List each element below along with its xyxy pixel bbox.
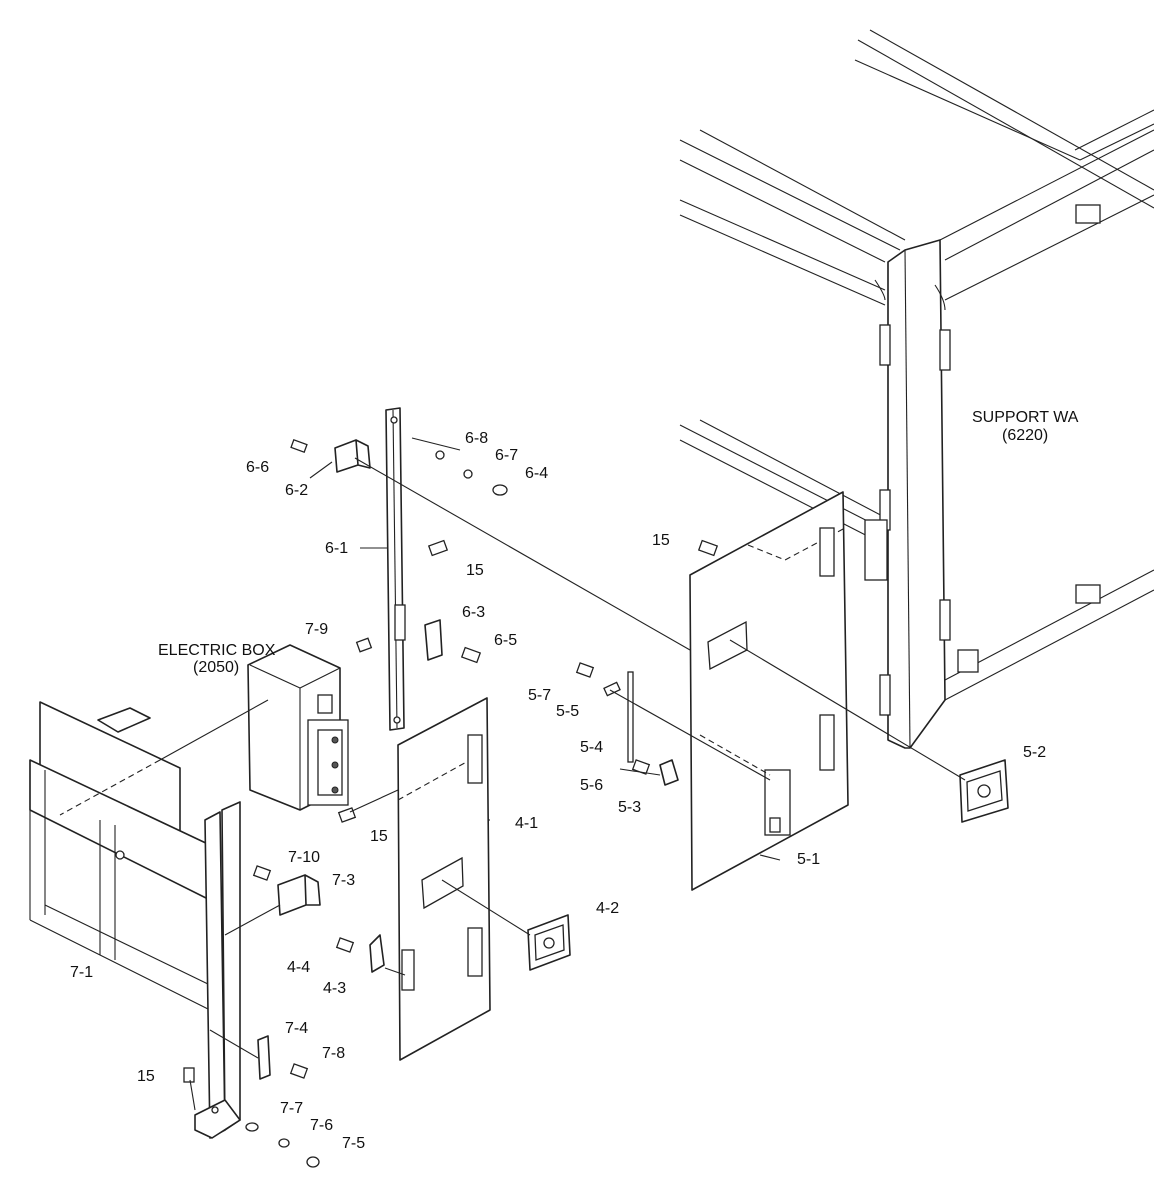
- bracket-7-4: [257, 1035, 271, 1080]
- label-6-4: 6-4: [525, 465, 548, 482]
- label-5-6: 5-6: [580, 777, 603, 794]
- latch-5-2: [959, 759, 1009, 823]
- label-5-3: 5-3: [618, 799, 641, 816]
- label-6-5: 6-5: [494, 632, 517, 649]
- label-5-7: 5-7: [528, 687, 551, 704]
- label-electric-box-number: (2050): [193, 659, 239, 676]
- label-6-8: 6-8: [465, 430, 488, 447]
- hardware: [183, 439, 719, 1168]
- latch-4-2: [527, 914, 571, 971]
- label-4-1: 4-1: [515, 815, 538, 832]
- assembly-lines: [59, 437, 966, 1111]
- label-6-3: 6-3: [462, 604, 485, 621]
- label-7-8: 7-8: [322, 1045, 345, 1062]
- clip-6-3: [424, 619, 443, 661]
- electric-box: [247, 644, 349, 811]
- label-4-4: 4-4: [287, 959, 310, 976]
- label-5-4: 5-4: [580, 739, 603, 756]
- label-6-1: 6-1: [325, 540, 348, 557]
- label-15-d: 15: [137, 1068, 155, 1085]
- label-4-2: 4-2: [596, 900, 619, 917]
- label-7-4: 7-4: [285, 1020, 308, 1037]
- label-7-10: 7-10: [288, 849, 320, 866]
- support-frame: [679, 29, 1154, 749]
- panel-4-1: [397, 697, 491, 1061]
- label-electric-box: ELECTRIC BOX: [158, 642, 276, 659]
- label-7-3: 7-3: [332, 872, 355, 889]
- label-6-2: 6-2: [285, 482, 308, 499]
- label-15-a: 15: [652, 532, 670, 549]
- bracket-6-2: [334, 439, 371, 473]
- label-6-6: 6-6: [246, 459, 269, 476]
- frame-7-1: [29, 701, 241, 1139]
- label-5-2: 5-2: [1023, 744, 1046, 761]
- label-7-6: 7-6: [310, 1117, 333, 1134]
- label-leaders: [309, 461, 781, 861]
- label-7-5: 7-5: [342, 1135, 365, 1152]
- label-15-c: 15: [370, 828, 388, 845]
- bracket-7-3: [277, 874, 321, 916]
- label-5-1: 5-1: [797, 851, 820, 868]
- label-4-3: 4-3: [323, 980, 346, 997]
- label-5-5: 5-5: [556, 703, 579, 720]
- panel-5-1: [689, 491, 849, 891]
- label-7-1: 7-1: [70, 964, 93, 981]
- label-7-9: 7-9: [305, 621, 328, 638]
- strip-6-1: [385, 407, 406, 731]
- label-support-wa: SUPPORT WA: [972, 409, 1079, 426]
- label-6-7: 6-7: [495, 447, 518, 464]
- label-15-b: 15: [466, 562, 484, 579]
- label-7-7: 7-7: [280, 1100, 303, 1117]
- label-support-wa-number: (6220): [1002, 427, 1048, 444]
